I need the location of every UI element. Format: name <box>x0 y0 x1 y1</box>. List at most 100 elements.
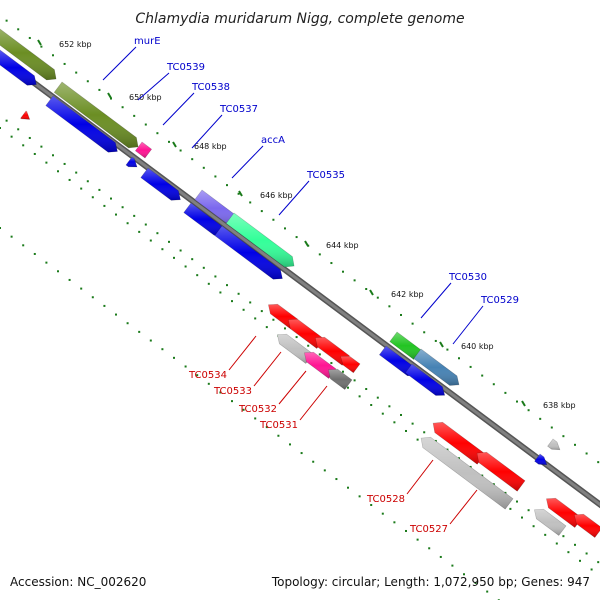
track-dot <box>550 426 553 429</box>
track-dot <box>40 45 43 48</box>
track-dot <box>249 301 252 304</box>
track-dot <box>138 330 141 333</box>
track-dot <box>133 114 136 117</box>
track-dot <box>416 438 419 441</box>
gene-arrow-shade <box>534 509 566 536</box>
track-dot <box>295 336 298 339</box>
track-dot <box>231 300 233 303</box>
track-dot <box>393 421 396 424</box>
track-dot <box>376 396 379 399</box>
track-dot <box>260 210 263 213</box>
track-dot <box>423 331 426 334</box>
gene-label-forward: TC0529 <box>480 295 519 306</box>
track-dot <box>509 507 512 510</box>
track-dot <box>358 495 361 498</box>
track-dot <box>196 374 199 377</box>
track-dot <box>98 88 101 91</box>
track-dot <box>370 504 373 507</box>
track-dot <box>451 564 454 567</box>
track-dot <box>237 192 240 195</box>
gene-arrow-shade <box>534 454 547 465</box>
leader-line <box>278 370 307 405</box>
gene-labels: murETC0539TC0538TC0537accATC0535TC0530TC… <box>102 36 519 535</box>
track-dot <box>330 362 333 365</box>
track-dot <box>226 284 228 287</box>
track-dot <box>265 326 268 329</box>
track-dot <box>562 435 565 438</box>
track-dot <box>191 258 194 261</box>
track-dot <box>121 106 124 109</box>
track-dot <box>353 379 356 382</box>
leader-line <box>253 351 282 387</box>
track-dot <box>574 443 576 446</box>
track-dot <box>318 353 321 356</box>
gene-arrow-shade <box>379 346 417 376</box>
gene-arrow-shade <box>315 337 350 366</box>
track-dot <box>156 132 159 135</box>
track-dot <box>277 434 280 437</box>
track-dot <box>91 196 94 199</box>
track-dot <box>474 581 477 584</box>
track-dot <box>144 223 147 226</box>
gene-arrow-shade <box>0 28 57 80</box>
track-dot <box>110 97 112 100</box>
gene-label-forward: TC0535 <box>306 170 345 181</box>
track-dot <box>202 166 205 169</box>
track-dot <box>219 291 222 294</box>
track-dot <box>33 152 36 155</box>
track-dot <box>388 405 391 408</box>
track-dot <box>411 322 414 325</box>
track-dot <box>492 483 495 486</box>
genome-summary-text: Topology: circular; Length: 1,072,950 bp… <box>271 575 590 589</box>
gene-label-reverse: TC0527 <box>409 524 448 535</box>
track-dot <box>86 180 89 183</box>
tick-mark <box>238 190 243 197</box>
tick-mark <box>521 400 526 407</box>
gene-arrow-shade <box>126 157 137 167</box>
track-dot <box>446 348 449 351</box>
track-dot <box>75 71 78 74</box>
gene-arrow-shade <box>140 168 181 201</box>
track-dot <box>0 227 1 229</box>
track-dot <box>416 538 419 541</box>
track-dot <box>411 422 414 425</box>
track-dot <box>574 543 576 546</box>
track-dot <box>527 409 530 412</box>
tick-mark <box>304 240 309 247</box>
gene-arrow-shade <box>413 349 459 386</box>
gene-label-forward: murE <box>134 36 161 47</box>
track-dot <box>115 213 117 216</box>
track-dot <box>323 469 326 472</box>
leader-line <box>137 72 170 101</box>
track-dot <box>80 287 83 290</box>
gene-arrow-shade <box>405 364 445 396</box>
track-dot <box>579 559 581 562</box>
leader-line <box>231 145 264 179</box>
track-dot <box>469 365 472 368</box>
track-dot <box>370 404 373 407</box>
gene-arrow-shade <box>574 514 600 538</box>
track-dot <box>463 573 465 576</box>
gene-arrow-shade <box>421 437 513 510</box>
track-dot <box>347 486 349 489</box>
track-dot <box>98 188 101 191</box>
track-dot <box>110 197 112 200</box>
track-dot <box>91 296 94 299</box>
track-dot <box>17 128 20 131</box>
track-dot <box>0 127 1 129</box>
track-dot <box>144 123 147 126</box>
gene-arrow-shade <box>183 203 224 236</box>
track-dot <box>272 318 275 321</box>
track-dot <box>260 310 263 313</box>
track-dot <box>149 339 152 342</box>
track-dot <box>237 292 240 295</box>
track-dot <box>405 429 407 432</box>
track-dot <box>179 249 182 252</box>
tick-mark <box>369 289 374 296</box>
gene-arrow-shade <box>0 50 37 86</box>
track-dot <box>562 535 565 538</box>
tick-mark <box>439 341 444 348</box>
track-dot <box>544 533 547 536</box>
track-dot <box>265 426 268 429</box>
